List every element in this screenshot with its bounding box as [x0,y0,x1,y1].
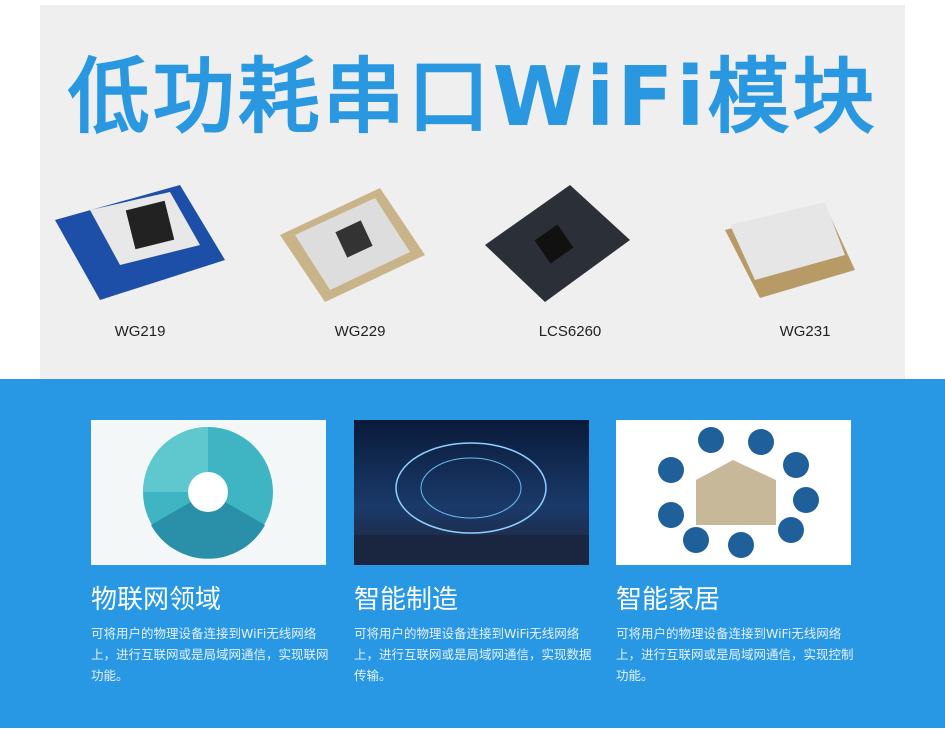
module-wg231[interactable]: WG231 [715,180,895,340]
ai-brain-city-image [354,420,589,565]
page-title: 低功耗串口WiFi模块 [67,50,878,145]
card-manufacturing: 智能制造 可将用户的物理设备连接到WiFi无线网络上，进行互联网或是局域网通信，… [354,420,594,686]
card-title: 物联网领域 [91,585,222,615]
module-image [280,188,425,302]
card-iot: 物联网领域 可将用户的物理设备连接到WiFi无线网络上，进行互联网或是局域网通信… [91,420,331,686]
module-label: WG231 [779,323,831,340]
module-image [485,185,630,302]
card-title: 智能家居 [616,585,721,615]
iot-diagram-image [91,420,326,565]
module-image [725,202,855,298]
card-description: 可将用户的物理设备连接到WiFi无线网络上，进行互联网或是局域网通信，实现控制功… [616,626,854,683]
module-lcs6260[interactable]: LCS6260 [480,180,660,340]
module-wg219[interactable]: WG219 [50,180,230,340]
card-smart-home: 智能家居 可将用户的物理设备连接到WiFi无线网络上，进行互联网或是局域网通信，… [616,420,856,686]
module-label: WG219 [114,323,166,340]
card-description: 可将用户的物理设备连接到WiFi无线网络上，进行互联网或是局域网通信，实现联网功… [91,626,329,683]
module-label: WG229 [334,323,386,340]
card-description: 可将用户的物理设备连接到WiFi无线网络上，进行互联网或是局域网通信，实现数据传… [354,626,592,683]
module-wg229[interactable]: WG229 [270,180,450,340]
smart-home-diagram-image [616,420,851,565]
card-title: 智能制造 [354,585,459,615]
module-image [55,185,225,300]
module-label: LCS6260 [538,323,602,340]
